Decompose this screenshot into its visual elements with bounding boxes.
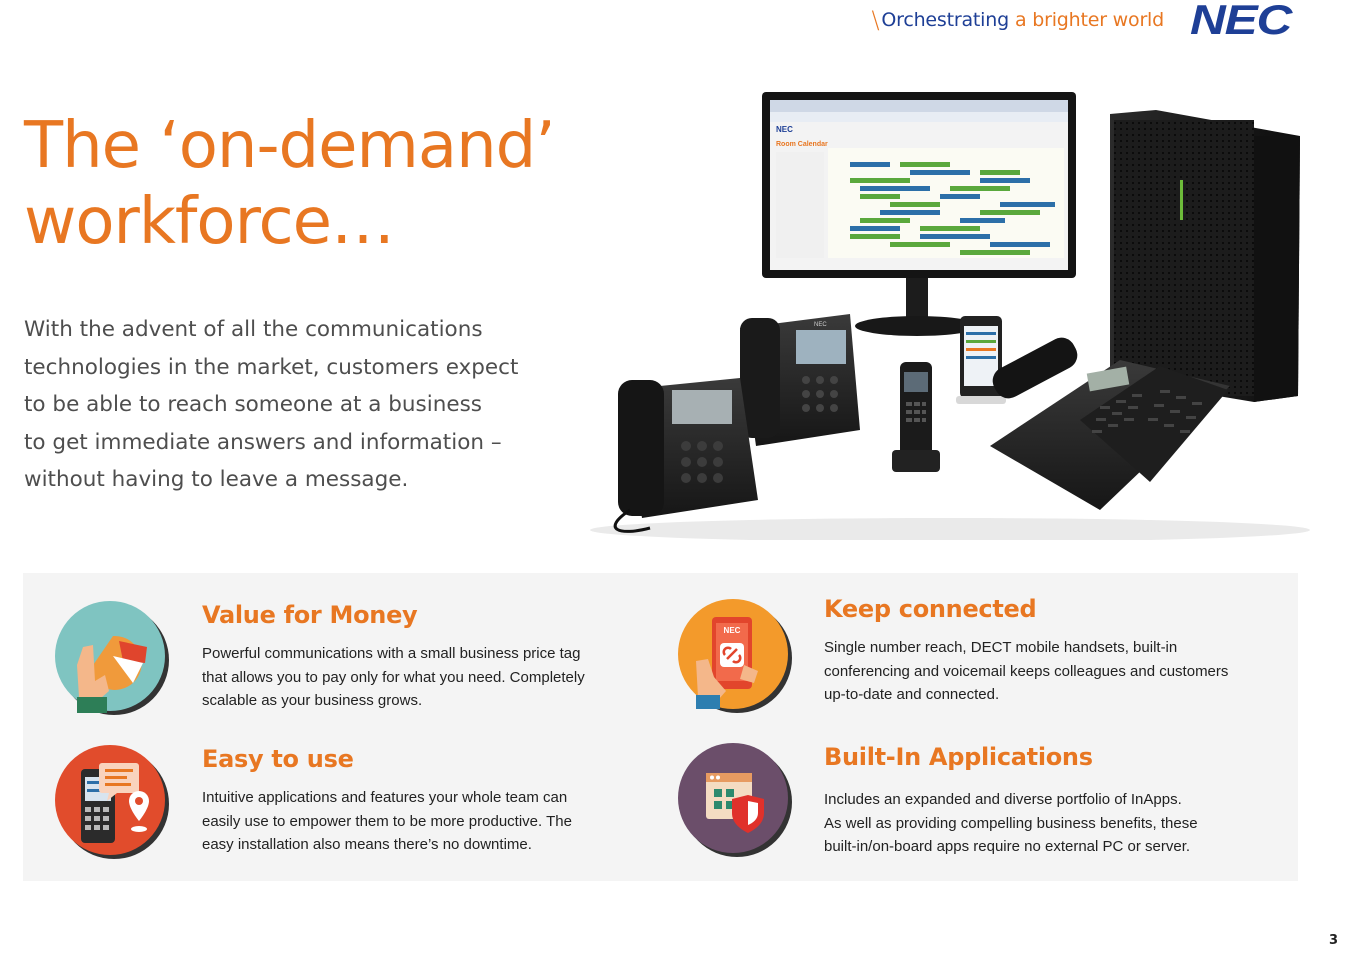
feature-description: Powerful communications with a small bus… xyxy=(202,642,585,713)
app-shield-icon xyxy=(678,743,792,857)
nec-logo: NEC xyxy=(1190,0,1292,43)
desk-phone-dss xyxy=(990,337,1230,510)
tagline-accent: a brighter world xyxy=(1014,9,1164,31)
tagline-main: Orchestrating xyxy=(881,9,1009,31)
feature-easy-to-use: Easy to use Intuitive applications and f… xyxy=(53,745,653,875)
feature-title: Built-In Applications xyxy=(824,743,1093,771)
feature-description-line: built-in/on-board apps require no extern… xyxy=(824,838,1191,855)
monitor: NEC Room Calendar xyxy=(762,92,1076,336)
feature-description-line: Intuitive applications and features your… xyxy=(202,789,568,806)
feature-description-line: scalable as your business grows. xyxy=(202,692,423,709)
intro-line: to get immediate answers and information… xyxy=(24,429,502,455)
feature-description-line: Includes an expanded and diverse portfol… xyxy=(824,791,1182,808)
feature-description-line: up-to-date and connected. xyxy=(824,686,1000,703)
pbx-server xyxy=(1110,110,1300,402)
phone-chat-location-icon xyxy=(55,745,169,859)
feature-description: Intuitive applications and features your… xyxy=(202,786,572,857)
smartphone xyxy=(956,316,1006,404)
features-panel: Value for Money Powerful communications … xyxy=(23,573,1298,881)
feature-description-line: easily use to empower them to be more pr… xyxy=(202,812,572,830)
tagline-slash: \ xyxy=(871,6,880,34)
feature-built-in-applications: Built-In Applications Includes an expand… xyxy=(676,743,1286,873)
feature-description: Single number reach, DECT mobile handset… xyxy=(824,636,1228,707)
hero-product-image: NEC Room Calendar xyxy=(590,92,1310,540)
feature-value-for-money: Value for Money Powerful communications … xyxy=(53,601,653,731)
phone-brand: NEC xyxy=(814,322,827,328)
feature-description-line: As well as providing compelling business… xyxy=(824,814,1198,832)
page-title-line-1: The ‘on-demand’ xyxy=(24,109,556,183)
pie-chart-icon xyxy=(55,601,169,715)
feature-title: Keep connected xyxy=(824,595,1037,623)
desk-phone-middle: NEC xyxy=(740,314,860,446)
intro-line: technologies in the market, customers ex… xyxy=(24,354,519,380)
feature-keep-connected: NEC Keep connected Single number reach, … xyxy=(676,595,1286,725)
feature-title: Easy to use xyxy=(202,745,354,773)
page-title: The ‘on-demand’ workforce… xyxy=(24,108,556,260)
dect-handset xyxy=(892,362,940,472)
intro-line: With the advent of all the communication… xyxy=(24,317,483,342)
intro-line: without having to leave a message. xyxy=(24,467,409,492)
feature-description-line: conferencing and voicemail keeps colleag… xyxy=(824,662,1229,680)
desk-phone-front xyxy=(613,378,758,533)
page-number: 3 xyxy=(1328,933,1338,948)
feature-description-line: Single number reach, DECT mobile handset… xyxy=(824,639,1178,656)
screen-brand: NEC xyxy=(776,125,793,134)
feature-description-line: easy installation also means there’s no … xyxy=(202,836,532,853)
svg-text:NEC: NEC xyxy=(724,626,741,635)
feature-description-line: that allows you to pay only for what you… xyxy=(202,668,585,686)
mobile-link-icon: NEC xyxy=(678,599,792,713)
feature-description: Includes an expanded and diverse portfol… xyxy=(824,788,1198,859)
page-title-line-2: workforce… xyxy=(24,185,395,259)
feature-title: Value for Money xyxy=(202,601,418,629)
feature-description-line: Powerful communications with a small bus… xyxy=(202,645,581,662)
header-bar: \ Orchestrating a brighter world NEC xyxy=(872,0,1303,43)
screen-app-title: Room Calendar xyxy=(776,141,828,148)
intro-paragraph: With the advent of all the communication… xyxy=(24,311,544,499)
tagline: \ Orchestrating a brighter world xyxy=(872,6,1165,34)
intro-line: to be able to reach someone at a busines… xyxy=(24,392,482,417)
